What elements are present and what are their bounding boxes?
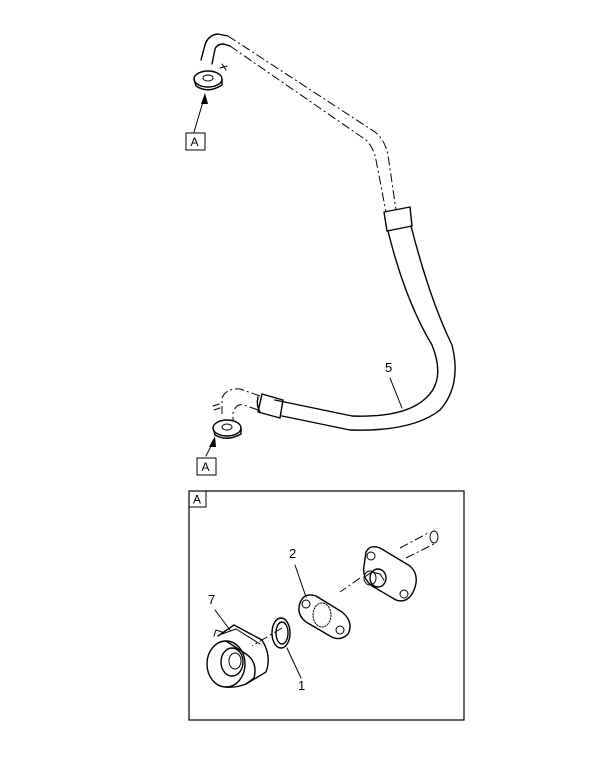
view-ref-top: A bbox=[185, 93, 208, 151]
callout-7-label: 7 bbox=[208, 592, 215, 607]
view-ref-bottom: A bbox=[196, 436, 217, 476]
tube-flange bbox=[362, 530, 439, 602]
view-ref-top-label: A bbox=[191, 135, 199, 149]
detail-frame bbox=[188, 490, 465, 721]
upper-crimp-collar bbox=[383, 206, 413, 232]
detail-frame-label: A bbox=[193, 493, 201, 507]
tube-dashed-upper bbox=[227, 35, 397, 213]
hose-assembly bbox=[193, 33, 456, 439]
top-fitting bbox=[193, 33, 231, 91]
view-ref-bottom-label: A bbox=[202, 460, 210, 474]
bottom-fitting bbox=[212, 403, 242, 439]
connector-item-7 bbox=[206, 624, 269, 688]
hose-body bbox=[274, 225, 456, 431]
tube-dashed-lower bbox=[221, 388, 261, 420]
callout-5-label: 5 bbox=[385, 360, 392, 375]
callout-item-1: 1 bbox=[286, 647, 305, 693]
detail-view-a: A bbox=[188, 490, 465, 721]
arrow-head-icon bbox=[209, 436, 216, 447]
o-ring-item-1 bbox=[271, 617, 291, 649]
callout-item-7: 7 bbox=[208, 592, 231, 631]
callout-1-label: 1 bbox=[298, 678, 305, 693]
callout-2-label: 2 bbox=[289, 546, 296, 561]
arrow-head-icon bbox=[201, 93, 208, 104]
gasket-item-2 bbox=[298, 594, 351, 640]
lower-crimp-collar bbox=[256, 393, 284, 419]
centerline bbox=[251, 577, 361, 647]
callout-item-5: 5 bbox=[385, 360, 403, 409]
callout-item-2: 2 bbox=[289, 546, 307, 598]
